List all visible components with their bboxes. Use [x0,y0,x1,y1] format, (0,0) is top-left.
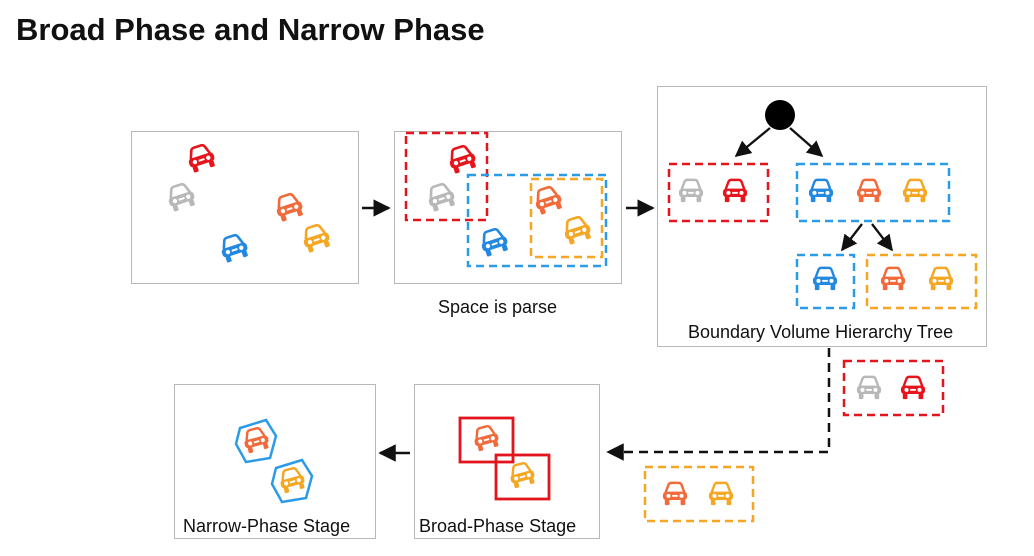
candidate-pair-red [842,359,945,417]
candidate-pair-orange [643,465,755,523]
tree-edge [871,223,893,252]
narrow-phase-label: Narrow-Phase Stage [183,516,351,536]
tree-edge [841,223,863,252]
car-front-icon [855,375,883,401]
broad-phase-aabb [458,416,515,464]
car-front-icon [444,142,480,176]
car-front-icon [470,422,502,454]
car-front-icon [721,178,749,204]
car-front-icon [899,375,927,401]
slide-title: Broad Phase and Narrow Phase [16,12,485,47]
car-front-icon [559,213,595,247]
narrow-phase-hull [234,418,278,464]
tree-edge [734,127,771,158]
car-front-icon [423,180,459,214]
car-front-icon [807,178,835,204]
space-partition-panel [394,131,622,284]
car-front-icon [811,266,839,292]
car-front-icon [276,464,308,496]
car-front-icon [901,178,929,204]
bvh-tree-label: Boundary Volume Hierarchy Tree [688,322,954,342]
broad-phase-aabb [494,453,551,501]
car-front-icon [677,178,705,204]
car-front-icon [271,190,307,224]
narrow-phase-hull [270,458,314,504]
car-front-icon [506,459,538,491]
car-front-icon [855,178,883,204]
bvh-blue-leaf [795,253,856,310]
narrow-phase-panel [174,384,376,539]
car-front-icon [476,225,512,259]
car-front-icon [927,266,955,292]
blue-partition-box [466,173,608,268]
bvh-orange-leaf [865,253,978,310]
car-front-icon [216,231,252,265]
car-front-icon [183,141,219,175]
car-front-icon [661,481,689,507]
space-parse-label: Space is parse [438,297,558,317]
bvh-tree-panel [657,86,987,347]
orange-partition-box [529,177,604,259]
dashed-flow-arrow [606,348,831,461]
car-front-icon [298,221,334,255]
car-front-icon [163,180,199,214]
car-front-icon [530,183,566,217]
car-front-icon [240,424,272,456]
car-front-icon [707,481,735,507]
tree-edge [789,127,824,158]
scene-panel [131,131,359,284]
tree-root-node-icon [765,100,795,130]
car-front-icon [879,266,907,292]
broad-phase-label: Broad-Phase Stage [419,516,577,536]
red-partition-box [404,131,489,222]
